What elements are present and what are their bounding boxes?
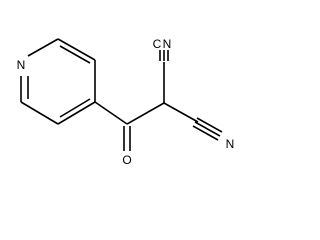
bond-lower-triple-c bbox=[192, 125, 219, 141]
pyridine-ring bbox=[20, 38, 96, 125]
bond-ring-bottom-right bbox=[57, 101, 96, 125]
malononitrile-group bbox=[159, 50, 223, 141]
bond-ring-top-right-inner bbox=[59, 45, 91, 64]
molecule-structure: N O C N N bbox=[17, 37, 235, 167]
bond-ch-to-lower-nitrile bbox=[163, 102, 199, 123]
lower-nitrile-nitrogen-label: N bbox=[226, 137, 235, 151]
bond-ring-bottom-left bbox=[20, 101, 59, 125]
bond-ring-bottom-right-inner bbox=[59, 98, 91, 118]
bond-ring-to-carbonyl bbox=[94, 101, 128, 125]
bond-lower-triple-b bbox=[194, 121, 221, 137]
upper-nitrile-nitrogen-label: N bbox=[163, 37, 172, 51]
bond-ring-n-top bbox=[27, 38, 59, 57]
pyridine-nitrogen-label: N bbox=[17, 58, 26, 72]
upper-nitrile-carbon-label: C bbox=[153, 37, 162, 51]
bond-ring-top-right bbox=[57, 38, 96, 61]
bond-lower-triple-a bbox=[196, 117, 223, 133]
bond-carbonyl-to-ch bbox=[126, 102, 165, 125]
ketone-group bbox=[94, 101, 165, 151]
carbonyl-oxygen-label: O bbox=[122, 153, 131, 167]
